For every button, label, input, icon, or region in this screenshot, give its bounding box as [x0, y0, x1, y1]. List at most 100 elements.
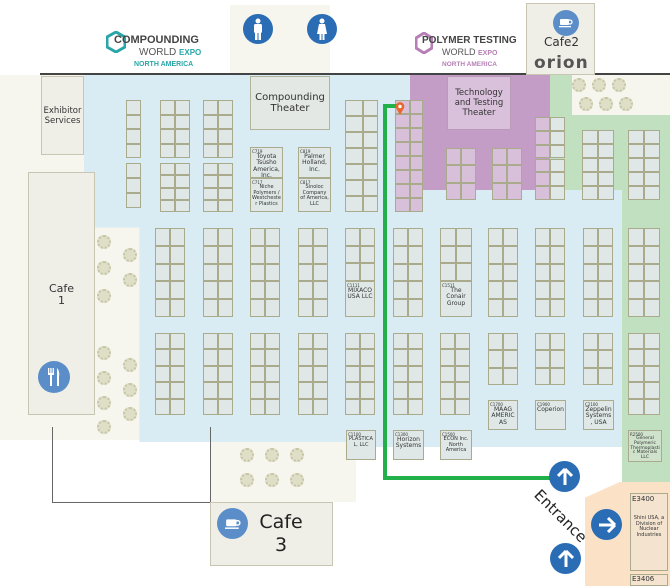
booth[interactable] — [218, 333, 233, 350]
booth[interactable] — [250, 299, 265, 317]
booth[interactable] — [455, 349, 470, 366]
booth[interactable] — [203, 129, 218, 144]
booth[interactable] — [492, 182, 507, 200]
booth[interactable] — [440, 263, 456, 281]
booth[interactable] — [644, 172, 660, 186]
booth[interactable] — [345, 382, 360, 399]
booth[interactable] — [535, 263, 550, 282]
booth[interactable] — [582, 130, 598, 144]
location-marker-icon[interactable] — [395, 100, 405, 115]
booth[interactable] — [644, 333, 660, 350]
booth[interactable] — [170, 398, 185, 415]
booth[interactable] — [446, 182, 461, 200]
booth[interactable] — [345, 263, 360, 281]
booth[interactable] — [488, 228, 503, 246]
booth[interactable] — [170, 263, 185, 282]
booth[interactable] — [203, 114, 218, 129]
booth[interactable] — [313, 365, 328, 383]
booth[interactable] — [155, 299, 170, 317]
cafe2-box[interactable]: Cafe2 orion — [526, 3, 595, 75]
booth[interactable] — [250, 333, 265, 350]
booth[interactable] — [345, 164, 363, 180]
booth[interactable] — [250, 382, 265, 399]
booth[interactable] — [298, 333, 313, 350]
booth[interactable] — [410, 156, 423, 170]
booth[interactable] — [175, 100, 190, 115]
booth[interactable] — [155, 263, 170, 282]
booth[interactable] — [345, 132, 363, 148]
booth[interactable] — [155, 365, 170, 383]
booth[interactable] — [160, 100, 175, 115]
booth[interactable] — [456, 228, 472, 246]
booth[interactable] — [250, 281, 265, 300]
booth[interactable] — [313, 263, 328, 282]
booth[interactable] — [598, 350, 613, 368]
booth[interactable] — [298, 299, 313, 317]
booth[interactable] — [218, 199, 233, 212]
booth[interactable] — [218, 299, 233, 317]
booth[interactable] — [598, 299, 613, 317]
mens-restroom-icon[interactable] — [243, 14, 273, 44]
booth[interactable] — [644, 158, 660, 172]
booth[interactable] — [582, 144, 598, 158]
booth[interactable] — [250, 349, 265, 366]
booth[interactable] — [488, 350, 503, 368]
booth[interactable] — [628, 333, 644, 350]
booth[interactable] — [265, 281, 280, 300]
booth[interactable] — [265, 382, 280, 399]
booth[interactable] — [550, 263, 565, 282]
booth[interactable] — [170, 382, 185, 399]
booth[interactable] — [395, 142, 410, 156]
booth[interactable] — [408, 228, 423, 246]
booth[interactable] — [393, 263, 408, 282]
booth[interactable] — [160, 143, 175, 158]
booth[interactable] — [218, 281, 233, 300]
booth[interactable] — [644, 299, 660, 317]
booth[interactable] — [503, 281, 518, 300]
booth[interactable] — [644, 398, 660, 415]
booth[interactable] — [175, 199, 190, 212]
booth[interactable] — [408, 365, 423, 383]
booth[interactable] — [455, 398, 470, 415]
booth[interactable] — [492, 148, 507, 166]
booth[interactable] — [583, 350, 598, 368]
booth[interactable] — [644, 186, 660, 200]
booth[interactable] — [535, 299, 550, 317]
booth[interactable] — [550, 333, 565, 351]
booth[interactable] — [203, 175, 218, 188]
booth[interactable] — [507, 148, 522, 166]
booth[interactable] — [395, 170, 410, 184]
booth[interactable] — [410, 184, 423, 198]
booth[interactable] — [628, 299, 644, 317]
booth[interactable] — [363, 196, 378, 212]
booth[interactable] — [550, 281, 565, 300]
booth[interactable] — [203, 263, 218, 282]
booth[interactable] — [175, 143, 190, 158]
booth[interactable] — [155, 349, 170, 366]
booth[interactable] — [265, 349, 280, 366]
booth[interactable] — [408, 349, 423, 366]
booth[interactable] — [395, 198, 410, 212]
booth-e3406[interactable]: E3406 — [630, 574, 668, 586]
booth[interactable] — [155, 281, 170, 300]
booth[interactable] — [488, 367, 503, 385]
booth[interactable] — [218, 143, 233, 158]
booth[interactable] — [488, 245, 503, 264]
booth[interactable] — [218, 365, 233, 383]
booth[interactable] — [598, 144, 614, 158]
booth[interactable] — [298, 349, 313, 366]
booth[interactable] — [461, 148, 476, 166]
booth[interactable] — [298, 398, 313, 415]
booth[interactable] — [298, 365, 313, 383]
booth[interactable] — [583, 333, 598, 351]
booth[interactable] — [250, 228, 265, 246]
booth[interactable] — [313, 245, 328, 264]
booth[interactable] — [550, 367, 565, 385]
booth[interactable] — [535, 130, 550, 145]
booth[interactable] — [455, 333, 470, 350]
